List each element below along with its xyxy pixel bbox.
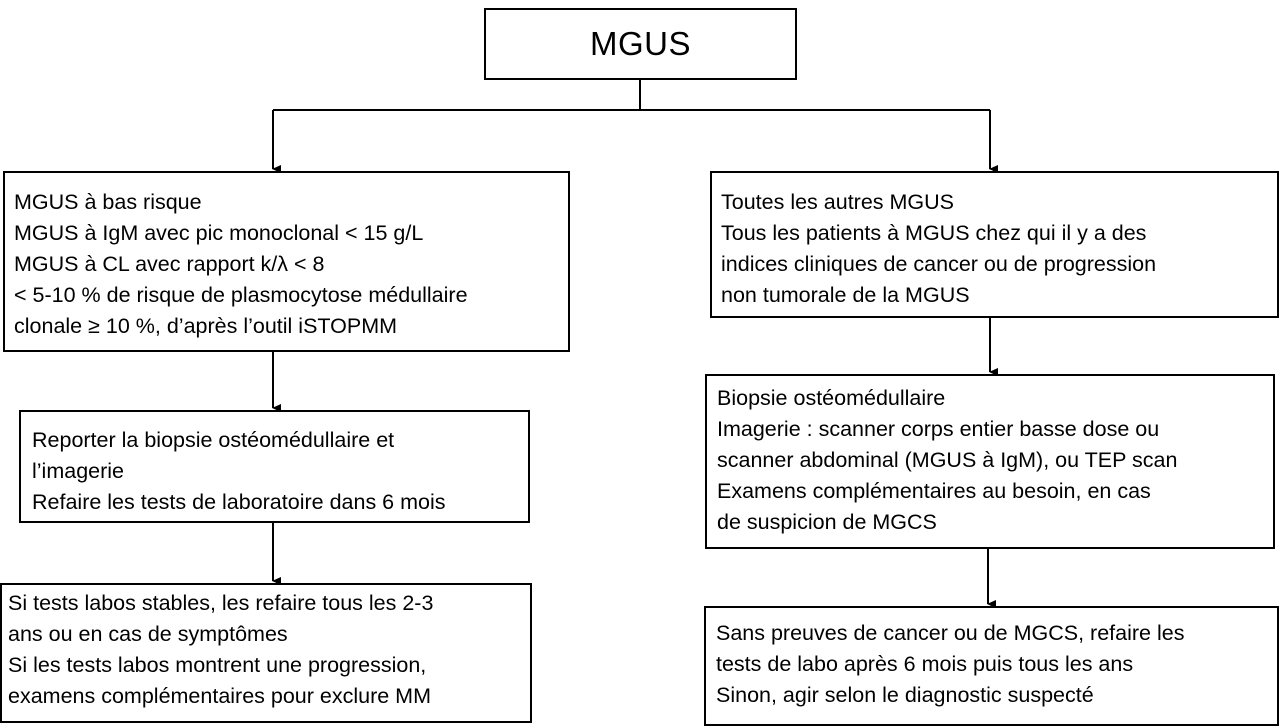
follow-up-low-risk-line-2: ans ou en cas de symptômes <box>8 622 288 646</box>
root-node-mgus: MGUS <box>484 8 797 80</box>
other-mgus-line-4: non tumorale de la MGUS <box>721 283 970 307</box>
biopsy-imaging-line-4: Examens complémentaires au besoin, en ca… <box>717 479 1151 503</box>
follow-up-other-line-3: Sinon, agir selon le diagnostic suspecté <box>716 683 1094 707</box>
follow-up-low-risk-line-3: Si les tests labos montrent une progress… <box>8 653 427 677</box>
other-mgus-box: Toutes les autres MGUS Tous les patients… <box>710 171 1279 318</box>
other-mgus-line-2: Tous les patients à MGUS chez qui il y a… <box>721 221 1147 245</box>
biopsy-imaging-line-5: de suspicion de MGCS <box>717 510 937 534</box>
biopsy-imaging-box: Biopsie ostéomédullaire Imagerie : scann… <box>705 374 1275 549</box>
follow-up-other-line-2: tests de labo après 6 mois puis tous les… <box>716 652 1134 676</box>
biopsy-imaging-line-1: Biopsie ostéomédullaire <box>717 386 946 410</box>
biopsy-imaging-line-2: Imagerie : scanner corps entier basse do… <box>717 417 1160 441</box>
low-risk-mgus-box: MGUS à bas risque MGUS à IgM avec pic mo… <box>3 171 570 352</box>
follow-up-low-risk-line-4: examens complémentaires pour exclure MM <box>8 684 431 708</box>
follow-up-low-risk-box: Si tests labos stables, les refaire tous… <box>0 583 532 723</box>
biopsy-imaging-line-3: scanner abdominal (MGUS à IgM), ou TEP s… <box>717 448 1178 472</box>
low-risk-line-3: MGUS à CL avec rapport k/λ < 8 <box>14 252 325 276</box>
low-risk-line-5: clonale ≥ 10 %, d’après l’outil iSTOPMM <box>14 314 398 338</box>
defer-workup-box: Reporter la biopsie ostéomédullaire et l… <box>19 410 530 523</box>
root-node-label: MGUS <box>590 25 691 62</box>
other-mgus-line-1: Toutes les autres MGUS <box>721 190 955 214</box>
follow-up-other-line-1: Sans preuves de cancer ou de MGCS, refai… <box>716 621 1185 645</box>
follow-up-low-risk-line-1: Si tests labos stables, les refaire tous… <box>8 591 434 615</box>
low-risk-line-4: < 5-10 % de risque de plasmocytose médul… <box>14 283 468 307</box>
defer-workup-line-3: Refaire les tests de laboratoire dans 6 … <box>32 490 446 514</box>
follow-up-other-box: Sans preuves de cancer ou de MGCS, refai… <box>704 606 1279 726</box>
other-mgus-line-3: indices cliniques de cancer ou de progre… <box>721 252 1157 276</box>
low-risk-line-1: MGUS à bas risque <box>14 190 202 214</box>
defer-workup-line-2: l’imagerie <box>32 459 125 483</box>
low-risk-line-2: MGUS à IgM avec pic monoclonal < 15 g/L <box>14 221 424 245</box>
defer-workup-line-1: Reporter la biopsie ostéomédullaire et <box>32 428 395 452</box>
